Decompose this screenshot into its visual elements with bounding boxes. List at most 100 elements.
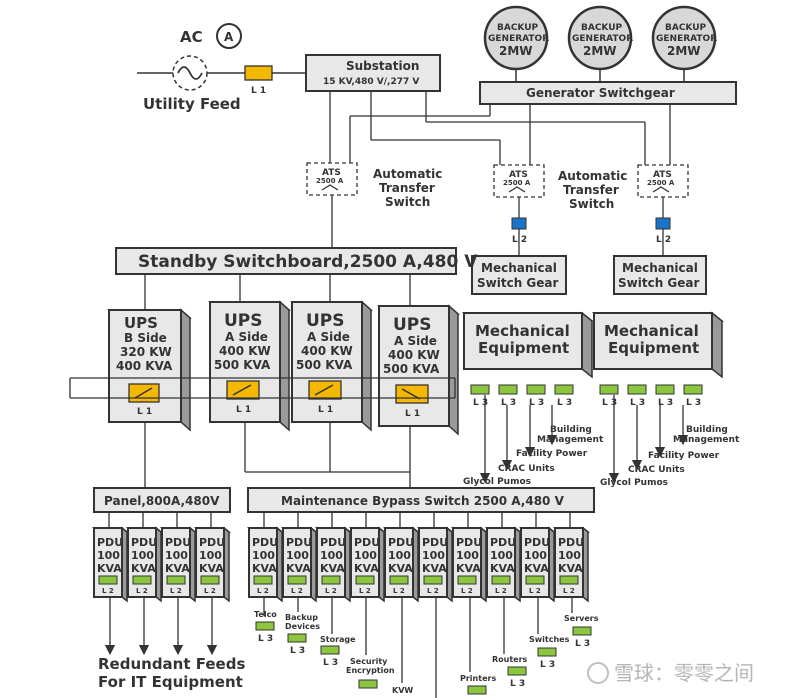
pdu-l2: L 2 — [102, 587, 114, 595]
pdu-l2: L 2 — [325, 587, 337, 595]
pdu-breaker — [457, 575, 477, 585]
pdu-label: 100 — [422, 549, 445, 562]
generator-3: BACKUP GENERATOR 2MW — [651, 5, 717, 82]
svg-text:Glycol Pumos: Glycol Pumos — [463, 477, 531, 487]
pdu-breaker — [525, 575, 545, 585]
redundant-feeds-line1: Redundant Feeds — [98, 655, 245, 673]
ats-1-label: Automatic Transfer Switch — [373, 167, 442, 209]
it-loads: Telco L 3 Backup Devices L 3 Storage L 3… — [254, 597, 599, 698]
svg-text:L 3: L 3 — [557, 398, 572, 408]
svg-text:GENERATOR: GENERATOR — [572, 34, 633, 44]
pdu-label: 100 — [524, 549, 547, 562]
pdu-box — [452, 527, 482, 598]
pdu-label: PDU — [97, 536, 123, 549]
svg-text:L 3: L 3 — [258, 634, 273, 644]
svg-text:Backup: Backup — [285, 613, 318, 622]
snowball-logo-icon — [587, 662, 609, 684]
svg-text:Encryption: Encryption — [346, 666, 395, 675]
svg-text:Automatic: Automatic — [373, 167, 442, 181]
pdu-l2: L 2 — [529, 587, 541, 595]
svg-text:Management: Management — [673, 435, 740, 445]
utility-l1: L 1 — [251, 86, 266, 96]
pdu-label: KVA — [456, 562, 481, 575]
ups-2: UPS A Side 400 KW 500 KVA L 1 — [208, 300, 291, 432]
pdu-l2: L 2 — [563, 587, 575, 595]
svg-text:2MW: 2MW — [667, 44, 701, 58]
ups-1: UPS B Side 320 KW 400 KVA L 1 — [107, 308, 192, 432]
redundant-feeds-line2: For IT Equipment — [98, 673, 243, 691]
svg-text:Routers: Routers — [492, 655, 528, 664]
svg-text:Telco: Telco — [254, 610, 277, 619]
svg-text:CRAC Units: CRAC Units — [498, 464, 555, 474]
svg-text:A Side: A Side — [394, 334, 437, 348]
svg-text:KVW: KVW — [392, 686, 413, 695]
svg-text:L 3: L 3 — [529, 398, 544, 408]
ats-3-breaker — [655, 217, 671, 230]
pdu-breaker — [423, 575, 443, 585]
pdu-box — [350, 527, 380, 598]
svg-text:L 3: L 3 — [501, 398, 516, 408]
pdu-l2: L 2 — [495, 587, 507, 595]
pdu-label: PDU — [388, 536, 414, 549]
maintenance-bypass-label: Maintenance Bypass Switch 2500 A,480 V — [281, 494, 565, 508]
svg-text:2500 A: 2500 A — [316, 177, 344, 185]
pdu-label: 100 — [131, 549, 154, 562]
svg-text:L 3: L 3 — [473, 398, 488, 408]
svg-text:GENERATOR: GENERATOR — [656, 34, 717, 44]
svg-text:Mechanical: Mechanical — [475, 322, 570, 340]
ups-crosslinks — [69, 377, 456, 488]
pdu-label: 100 — [286, 549, 309, 562]
pdu-label: KVA — [320, 562, 345, 575]
generator-switchgear-label: Generator Switchgear — [526, 86, 675, 100]
pdu-box — [195, 527, 225, 598]
panel-box — [93, 487, 231, 513]
pdu-label: 100 — [199, 549, 222, 562]
pdu-box — [316, 527, 346, 598]
svg-text:Printers: Printers — [460, 674, 496, 683]
svg-text:UPS: UPS — [124, 314, 158, 332]
svg-text:L 3: L 3 — [658, 398, 673, 408]
svg-text:400 KVA: 400 KVA — [116, 359, 173, 373]
svg-text:CRAC Units: CRAC Units — [628, 465, 685, 475]
pdu-box — [93, 527, 123, 598]
pdu-label: KVA — [354, 562, 379, 575]
substation-title: Substation — [346, 59, 419, 73]
ups-4: UPS A Side 400 KW 500 KVA L 1 — [377, 304, 460, 436]
svg-text:L 3: L 3 — [630, 398, 645, 408]
pdu-label: PDU — [165, 536, 191, 549]
pdu-box — [418, 527, 448, 598]
pdu-label: PDU — [286, 536, 312, 549]
pdu-l2: L 2 — [461, 587, 473, 595]
standby-drops — [144, 274, 411, 310]
pdu-label: KVA — [388, 562, 413, 575]
mech-loads-1: L 3 L 3 L 3 L 3 Building Management Faci… — [463, 384, 604, 487]
svg-text:400 KW: 400 KW — [301, 344, 353, 358]
substation: Substation 15 KV,480 V/,277 V — [305, 54, 441, 92]
pdu-box — [384, 527, 414, 598]
svg-text:Security: Security — [350, 657, 388, 666]
pdu-label: 100 — [320, 549, 343, 562]
svg-text:L 3: L 3 — [602, 398, 617, 408]
svg-text:Switch: Switch — [569, 197, 614, 211]
svg-text:Switches: Switches — [529, 635, 570, 644]
pdu-breaker — [253, 575, 273, 585]
pdu-label: KVA — [422, 562, 447, 575]
pdu-label: PDU — [490, 536, 516, 549]
svg-text:Equipment: Equipment — [608, 339, 699, 357]
svg-text:BACKUP: BACKUP — [497, 23, 539, 33]
svg-text:Transfer: Transfer — [563, 183, 619, 197]
svg-text:GENERATOR: GENERATOR — [488, 34, 549, 44]
standby-switchboard-label: Standby Switchboard,2500 A,480 V — [138, 252, 478, 272]
ats-2: ATS 2500 A — [493, 164, 545, 198]
svg-text:2MW: 2MW — [499, 44, 533, 58]
pdu-label: PDU — [456, 536, 482, 549]
pdu-l2: L 2 — [427, 587, 439, 595]
svg-text:A Side: A Side — [307, 330, 350, 344]
ats-2-label: Automatic Transfer Switch — [558, 169, 627, 211]
